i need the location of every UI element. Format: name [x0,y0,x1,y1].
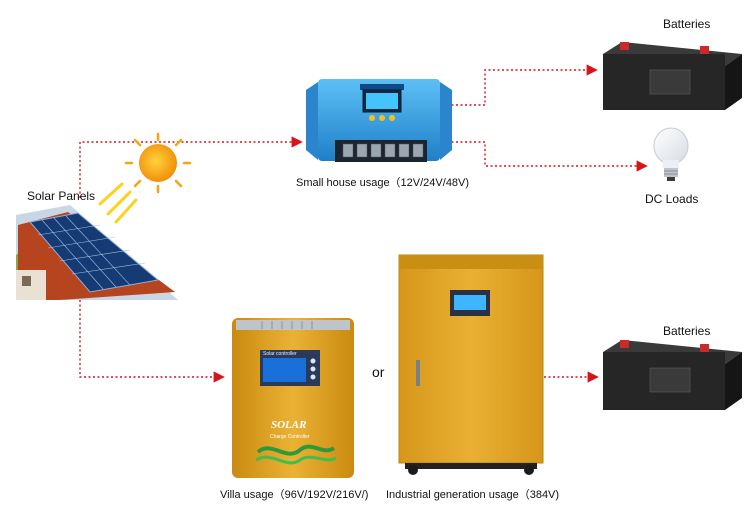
batteries-top-label: Batteries [663,17,711,31]
villa-usage-label: Villa usage（96V/192V/216V/) [220,489,369,501]
small-house-label: Small house usage（12V/24V/48V) [296,177,470,189]
sun-icon [98,132,192,224]
industrial-usage-label: Industrial generation usage（384V) [386,489,560,501]
controller-lcd-title: Solar controller [263,351,297,357]
dc-loads-label: DC Loads [645,192,699,206]
villa-charge-controller [232,318,354,478]
controller-sub: Charge Controller [270,434,310,440]
arrow-panels-to-villa-controller [79,300,225,383]
industrial-cabinet-illustration [398,254,544,475]
solar-panels-label: Solar Panels [27,189,96,203]
bulb-icon [653,127,689,181]
solar-panels-illustration [16,205,178,300]
arrow-panels-to-blue-controller [79,136,303,198]
battery-bottom-illustration [603,340,742,410]
controller-brand: SOLAR [271,419,306,431]
battery-top-illustration [603,42,742,110]
arrow-controller-to-dc-loads [447,141,648,172]
batteries-bottom-label: Batteries [663,324,711,338]
arrow-controller-to-batteries [447,64,598,106]
connection-lines [79,64,648,383]
blue-charge-controller [306,79,452,162]
or-label: or [372,364,385,380]
